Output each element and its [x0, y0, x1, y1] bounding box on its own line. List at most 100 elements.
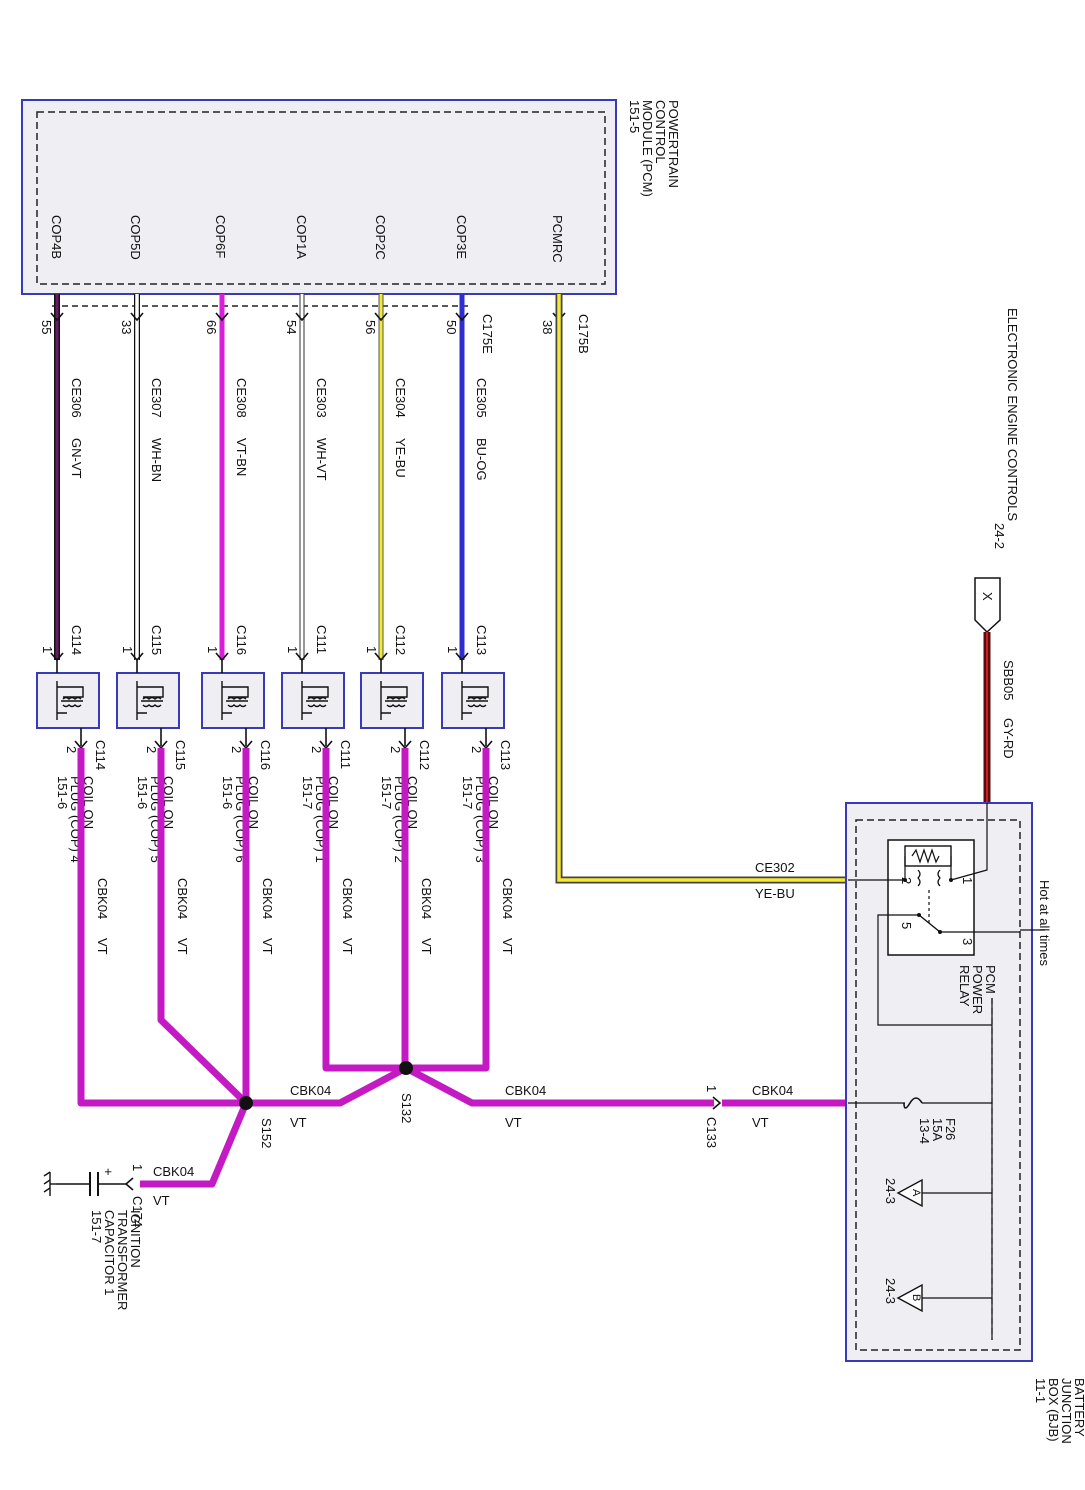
svg-text:2: 2 [229, 746, 244, 753]
svg-text:1: 1 [120, 646, 135, 653]
svg-text:1: 1 [205, 646, 220, 653]
svg-text:VT: VT [419, 938, 434, 955]
svg-text:54: 54 [284, 320, 299, 334]
svg-text:CE308: CE308 [234, 378, 249, 418]
svg-text:VT: VT [290, 1115, 307, 1130]
svg-text:CE307: CE307 [149, 378, 164, 418]
svg-text:BATTERY: BATTERY [1072, 1378, 1085, 1437]
eec-marker [974, 577, 1001, 634]
pcm-pin-cop6f: COP6F [213, 215, 228, 258]
svg-text:CBK04: CBK04 [752, 1083, 793, 1098]
connector-c133: 1 C133 [704, 1085, 722, 1148]
svg-text:F26: F26 [943, 1118, 958, 1140]
wire-cbk04 [77, 748, 848, 1188]
svg-text:151-6: 151-6 [135, 776, 150, 809]
wire-ce302-color: YE-BU [755, 886, 795, 901]
svg-text:CBK04: CBK04 [95, 878, 110, 919]
svg-text:C112: C112 [417, 740, 432, 770]
svg-text:A: A [910, 1189, 922, 1197]
svg-text:C114: C114 [93, 740, 108, 770]
svg-text:WH-BN: WH-BN [149, 438, 164, 482]
svg-text:BOX (BJB): BOX (BJB) [1046, 1378, 1061, 1442]
svg-text:C111: C111 [314, 625, 329, 654]
svg-text:CBK04: CBK04 [340, 878, 355, 919]
svg-text:C114: C114 [69, 625, 84, 655]
svg-text:151-7: 151-7 [379, 776, 394, 809]
svg-text:3: 3 [960, 938, 975, 945]
svg-text:2: 2 [309, 746, 324, 753]
pcm-pin-cop4b: COP4B [49, 215, 64, 259]
wire-ce302-circuit: CE302 [755, 860, 795, 875]
svg-text:15A: 15A [930, 1118, 945, 1141]
svg-text:CONTROL: CONTROL [653, 100, 668, 164]
pcm-connector-chevrons [50, 312, 566, 322]
svg-text:2: 2 [144, 746, 159, 753]
svg-text:CE303: CE303 [314, 378, 329, 418]
svg-text:COIL ON: COIL ON [326, 776, 341, 829]
svg-text:CBK04: CBK04 [500, 878, 515, 919]
splice-s152-label: S152 [259, 1118, 274, 1148]
svg-text:VT: VT [153, 1193, 170, 1208]
svg-text:11-1: 11-1 [1033, 1378, 1048, 1403]
svg-text:B: B [910, 1294, 922, 1301]
svg-text:RELAY: RELAY [957, 965, 972, 1007]
svg-text:COIL ON: COIL ON [81, 776, 96, 829]
svg-text:24-3: 24-3 [883, 1178, 898, 1204]
svg-text:COIL ON: COIL ON [486, 776, 501, 829]
coil-group: C114 C115 C116 C111 C112 C113 1 1 1 1 1 … [36, 625, 513, 863]
svg-text:C116: C116 [258, 740, 273, 770]
pcm-pin-cop2c: COP2C [373, 215, 388, 260]
svg-text:2: 2 [388, 746, 403, 753]
svg-text:MODULE (PCM): MODULE (PCM) [640, 100, 655, 197]
svg-text:CE305: CE305 [474, 378, 489, 418]
svg-text:CBK04: CBK04 [175, 878, 190, 919]
svg-text:C112: C112 [393, 625, 408, 655]
svg-text:JUNCTION: JUNCTION [1059, 1378, 1074, 1444]
svg-text:151-7: 151-7 [89, 1210, 104, 1243]
svg-text:CBK04: CBK04 [419, 878, 434, 919]
ref-marker-a: A 24-3 [883, 1178, 923, 1208]
svg-text:1: 1 [130, 1164, 145, 1171]
svg-text:CBK04: CBK04 [505, 1083, 546, 1098]
svg-text:C115: C115 [173, 740, 188, 770]
svg-text:151-5: 151-5 [627, 100, 642, 133]
svg-text:VT: VT [95, 938, 110, 955]
fuse-f26-label: F26 15A 13-4 [917, 1118, 958, 1144]
pcm-connector-labels: C175E C175B 55 33 66 54 56 50 38 [39, 314, 591, 354]
svg-text:50: 50 [444, 320, 459, 334]
svg-text:C113: C113 [498, 740, 513, 770]
ref-marker-b: B 24-3 [883, 1278, 923, 1313]
svg-text:IGNITION: IGNITION [128, 1210, 143, 1268]
svg-text:VT-BN: VT-BN [234, 438, 249, 476]
svg-text:56: 56 [363, 320, 378, 334]
pcm-pin-labels: COP4B COP5D COP6F COP1A COP2C COP3E PCMR… [49, 215, 565, 263]
svg-text:CBK04: CBK04 [153, 1164, 194, 1179]
pcm-pin-pcmrc: PCMRC [550, 215, 565, 263]
svg-text:CE304: CE304 [393, 378, 408, 418]
svg-text:COIL ON: COIL ON [405, 776, 420, 829]
svg-text:CE306: CE306 [69, 378, 84, 418]
svg-text:+: + [101, 1168, 116, 1176]
svg-text:33: 33 [119, 320, 134, 334]
svg-text:COIL ON: COIL ON [161, 776, 176, 829]
svg-text:POWER: POWER [970, 965, 985, 1014]
svg-text:C133: C133 [704, 1117, 719, 1148]
connector-c175e-label: C175E [480, 314, 495, 354]
connector-c175b-label: C175B [576, 314, 591, 354]
pcm-pin-cop5d: COP5D [128, 215, 143, 260]
splice-s152 [239, 1096, 253, 1110]
svg-text:38: 38 [540, 320, 555, 334]
pcm-module-inner [36, 111, 606, 285]
fuse-f26-icon [903, 1097, 923, 1109]
svg-text:24-2: 24-2 [992, 523, 1007, 549]
svg-text:151-7: 151-7 [460, 776, 475, 809]
splice-s132-label: S132 [399, 1093, 414, 1123]
svg-text:2: 2 [64, 746, 79, 753]
coil-cop2 [360, 672, 424, 729]
bjb-label: BATTERY JUNCTION BOX (BJB) 11-1 [1033, 1378, 1085, 1444]
svg-text:POWERTRAIN: POWERTRAIN [666, 100, 681, 188]
svg-text:VT: VT [500, 938, 515, 955]
coil-cop1 [281, 672, 345, 729]
coil-symbols [56, 681, 489, 720]
